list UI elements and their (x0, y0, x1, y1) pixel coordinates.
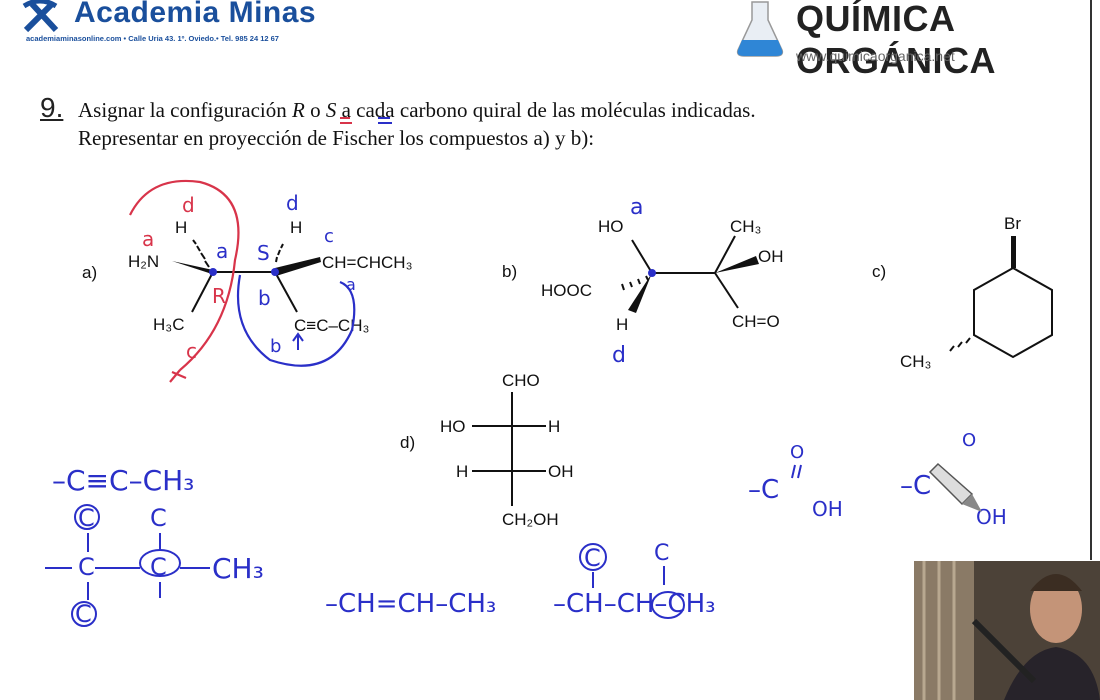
d-h-left: H (456, 462, 468, 481)
d-ho: HO (440, 417, 466, 436)
hw-acid-c: –C (748, 475, 779, 505)
left-brand: Academia Minas (74, 0, 317, 29)
a-nh2: H₂N (128, 252, 159, 271)
ann-b: b (258, 286, 271, 310)
b-ann-d: d (612, 343, 626, 368)
ann-S: S (257, 241, 270, 265)
b-ho: HO (598, 217, 624, 236)
hw-ch3: CH₃ (212, 552, 264, 585)
dash-h2 (275, 243, 284, 263)
ann-R: R (212, 284, 226, 308)
hw-c1: C (78, 504, 95, 532)
presenter-video (914, 561, 1100, 700)
question-line2: Representar en proyección de Fischer los… (78, 126, 595, 150)
d-top: CHO (502, 371, 540, 390)
a-vinyl: CH=CHCH₃ (322, 253, 413, 272)
b-ch3: CH₃ (730, 217, 761, 236)
dash-h1 (192, 239, 210, 268)
question-line1-o: o (304, 98, 326, 122)
molecule-a: a) H H H₂N H₃C CH=CHCH₃ C≡C–CH₃ a d R c … (82, 179, 413, 383)
ann-c-red: c (186, 339, 197, 363)
pen-cursor-icon (928, 462, 982, 512)
handwriting: –C≡C–CH₃ C C C C C CH₃ –CH=CH–CH₃ C C –C… (45, 430, 1007, 628)
hw-v-c2: C (654, 541, 669, 566)
hw-c2: C (150, 504, 167, 532)
wedge-nh2 (172, 261, 213, 274)
molecule-b: b) HO CH₃ OH HOOC H CH=O a d (502, 195, 784, 368)
right-url: www.quimicaorganica.net (796, 48, 955, 64)
molecule-b-label: b) (502, 262, 517, 281)
molecule-d-label: d) (400, 433, 415, 452)
d-h-right: H (548, 417, 560, 436)
ann-d-blue: d (286, 191, 299, 215)
question-line1-a: Asignar la configuración (78, 98, 293, 122)
hw-c4: C (150, 553, 167, 581)
d-bottom: CH₂OH (502, 510, 559, 529)
hw-acid2-o: O (962, 430, 976, 451)
wedge-vinyl (275, 257, 321, 276)
question-number: 9. (40, 92, 64, 123)
b-h: H (616, 315, 628, 334)
hw-acid2-c: –C (900, 471, 931, 501)
ann-d-red: d (182, 193, 195, 217)
hw-acid2-oh: OH (976, 505, 1007, 529)
a-h1: H (175, 218, 187, 237)
ann-a-blue: a (216, 239, 228, 263)
left-sub: academiaminasonline.com • Calle Uria 43.… (26, 34, 279, 43)
a-alkyne: C≡C–CH₃ (294, 316, 369, 335)
hw-acid-oh: OH (812, 497, 843, 521)
a-h2: H (290, 218, 302, 237)
hw-vinyl2: –CH–CH–CH₃ (553, 589, 716, 619)
right-brand: QUÍMICA ORGÁNICA (796, 0, 996, 81)
ann-b2: b (270, 336, 281, 357)
b-hooc: HOOC (541, 281, 592, 300)
flask-icon (736, 1, 784, 57)
molecule-a-label: a) (82, 263, 97, 282)
b-cho: CH=O (732, 312, 780, 331)
c-ch3: CH₃ (900, 352, 931, 371)
question-text: Asignar la configuración R o S a cada ca… (78, 96, 1058, 152)
page-divider (1090, 0, 1092, 560)
hw-acid-o: O (790, 442, 804, 463)
hw-vinyl: –CH=CH–CH₃ (325, 589, 496, 619)
ann-a-red: a (142, 227, 154, 251)
a-ch3: H₃C (153, 315, 184, 334)
bond-alkyne (274, 271, 298, 313)
ann-a-small: a (346, 275, 356, 294)
pickaxe-icon (22, 0, 59, 33)
config-R: R (292, 98, 305, 122)
question-line1-b: a cada carbono quiral de las moléculas i… (336, 98, 756, 122)
molecule-c-label: c) (872, 262, 886, 281)
webcam-overlay (914, 561, 1100, 700)
hw-alkyne: –C≡C–CH₃ (52, 464, 194, 497)
ann-c-blue: c (324, 226, 334, 247)
molecule-d: d) CHO HO H H OH CH₂OH (400, 371, 574, 529)
c-br: Br (1004, 214, 1021, 233)
hw-c5: C (75, 600, 92, 628)
academia-minas-logo: Academia Minas academiaminasonline.com •… (20, 0, 340, 50)
bond-ch3 (191, 271, 214, 313)
d-oh: OH (548, 462, 574, 481)
quimica-organica-logo: QUÍMICA ORGÁNICA www.quimicaorganica.net (730, 0, 1100, 81)
hw-v-c1: C (584, 544, 601, 572)
config-S: S (325, 98, 337, 122)
header: Academia Minas academiaminasonline.com •… (0, 0, 1100, 81)
hw-c3: C (78, 553, 95, 581)
b-oh: OH (758, 247, 784, 266)
molecule-c: c) Br CH₃ (872, 214, 1053, 371)
b-ann-a: a (630, 195, 643, 220)
